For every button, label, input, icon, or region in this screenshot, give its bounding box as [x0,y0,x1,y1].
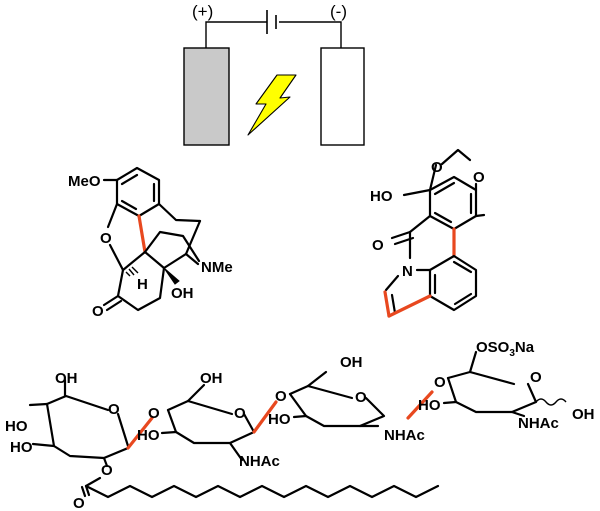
alkaloid-structure: HO O O O N [370,148,486,318]
morphinan-new-bond [137,214,147,254]
anode-polarity-label: (+) [192,2,213,21]
morphinan-ring-o-label: O [100,230,112,247]
ring1-o-label: O [108,401,120,418]
morphinan-h-label: H [137,276,148,293]
hashed-h-bond [125,266,139,277]
sugar-ring-3: O OH HO O NHAc [268,354,425,444]
ring4-nhac-label: NHAc [518,415,559,432]
ring3-o-label: O [355,389,367,406]
glycosidic-bond-2 [252,400,278,434]
cathode-wire [279,21,342,48]
ring1-ho-left-label: HO [5,418,28,435]
ring1-carbonyl-o-label: O [73,495,85,511]
electrochemical-cell: (+) (-) [183,2,365,146]
anode-electrode [183,47,230,146]
ring4-anomeric-oh-label: OH [572,406,595,423]
ring4-link-o-label: O [434,374,446,391]
morphinan-nme-label: NMe [201,259,233,276]
lightning-bolt-icon [247,74,297,136]
glycosidic-bond-1 [126,416,154,450]
ring4-ho-label: HO [418,397,441,414]
cathode-electrode [320,47,365,146]
alkaloid-dioxole-o2-label: O [473,169,485,186]
ring1-ho-bottom-label: HO [10,439,33,456]
oligosaccharide-structure: OH HO HO O O O O OH HO O NHAc O [5,339,595,511]
sugar-ring-4: O OSO3Na HO O NHAc OH [418,339,595,432]
ring3-nhac-label: NHAc [384,427,425,444]
ring1-ester-o-label: O [101,462,113,479]
alkaloid-bottom-ring [428,254,478,312]
ring3-oh-label: OH [340,354,363,371]
ring2-ho-label: HO [137,427,160,444]
alkaloid-n-label: N [402,263,413,280]
sugar-ring-1: OH HO HO O O O [5,370,130,511]
ring2-o-label: O [234,405,246,422]
ring3-ho-label: HO [268,411,291,428]
ring4-oso3na-label: OSO3Na [476,339,535,359]
alkaloid-pyrrole-red-bond [383,290,391,318]
alkaloid-carbonyl-o-label: O [372,237,384,254]
morphinan-structure: MeO O O H OH NMe [68,166,233,320]
ring2-oh-label: OH [200,370,223,387]
glycosidic-bond-3 [406,390,434,420]
anomeric-wavy-bond [535,398,567,406]
ring2-link-o-label: O [148,405,160,422]
fatty-acyl-chain [84,484,440,499]
alkaloid-dioxole-o1-label: O [431,159,443,176]
cathode-polarity-label: (-) [330,2,347,21]
alkaloid-pyrrole-red-bond-2 [387,294,432,318]
ring3-link-o-label: O [275,388,287,405]
anode-wire [205,21,267,48]
sugar-ring-2: O OH HO O NHAc [137,370,280,470]
ring1-oh-label: OH [55,370,78,387]
ring2-nhac-label: NHAc [239,453,280,470]
ring4-o-label: O [530,369,542,386]
morphinan-ketone-o-label: O [92,303,104,320]
alkaloid-ho-label: HO [370,188,393,205]
morphinan-oh-label: OH [171,285,194,302]
morphinan-meo-label: MeO [68,173,101,190]
